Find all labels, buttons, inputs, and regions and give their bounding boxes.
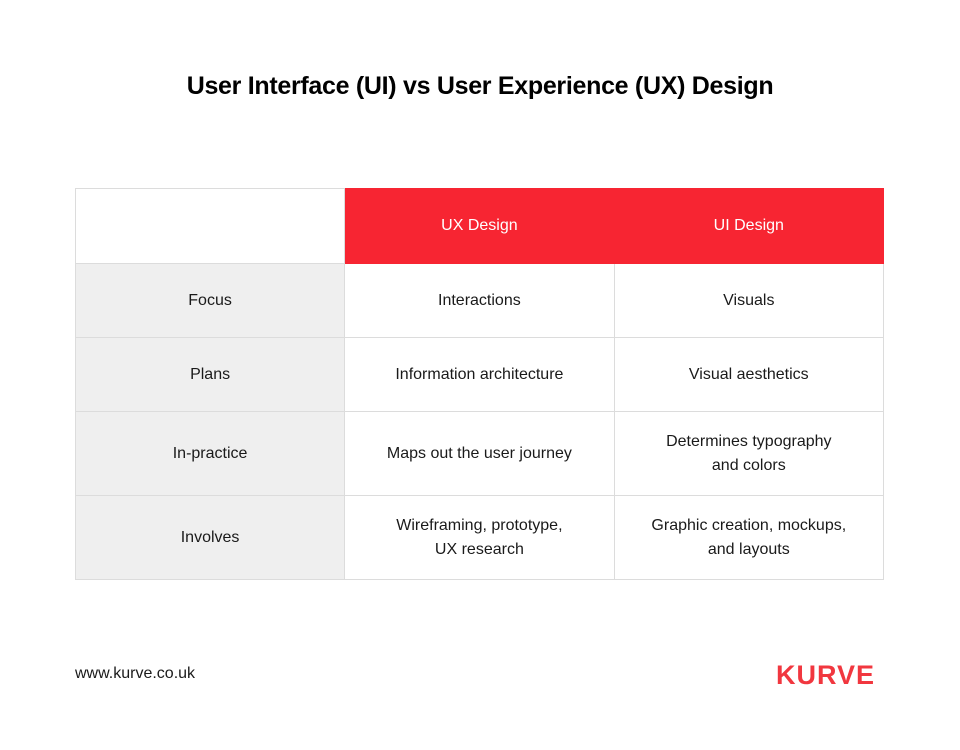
ux-cell: Wireframing, prototype,UX research	[344, 495, 615, 580]
header-empty	[74, 188, 346, 264]
ux-cell: Interactions	[344, 263, 615, 338]
ux-cell: Information architecture	[344, 337, 615, 412]
ui-cell: Visuals	[613, 263, 885, 338]
page-title: User Interface (UI) vs User Experience (…	[186, 72, 774, 100]
website-url: www.kurve.co.uk	[75, 665, 196, 682]
ui-cell: Graphic creation, mockups,and layouts	[613, 495, 885, 580]
table-row: In-practice Maps out the user journey De…	[74, 411, 885, 496]
table-row: Plans Information architecture Visual ae…	[74, 337, 885, 412]
row-label: Focus	[74, 263, 346, 338]
row-label: Involves	[74, 495, 346, 580]
ux-cell: Maps out the user journey	[344, 411, 615, 496]
ui-cell: Visual aesthetics	[613, 337, 885, 412]
table-row: Involves Wireframing, prototype,UX resea…	[74, 495, 885, 580]
header-ui: UI Design	[613, 188, 885, 264]
kurve-logo: KURVE	[776, 660, 876, 690]
row-label: Plans	[74, 337, 346, 412]
header-ux: UX Design	[344, 188, 615, 264]
table-header-row: UX Design UI Design	[74, 188, 885, 264]
row-label: In-practice	[74, 411, 346, 496]
table-row: Focus Interactions Visuals	[74, 263, 885, 338]
comparison-table: UX Design UI Design Focus Interactions V…	[74, 188, 885, 580]
